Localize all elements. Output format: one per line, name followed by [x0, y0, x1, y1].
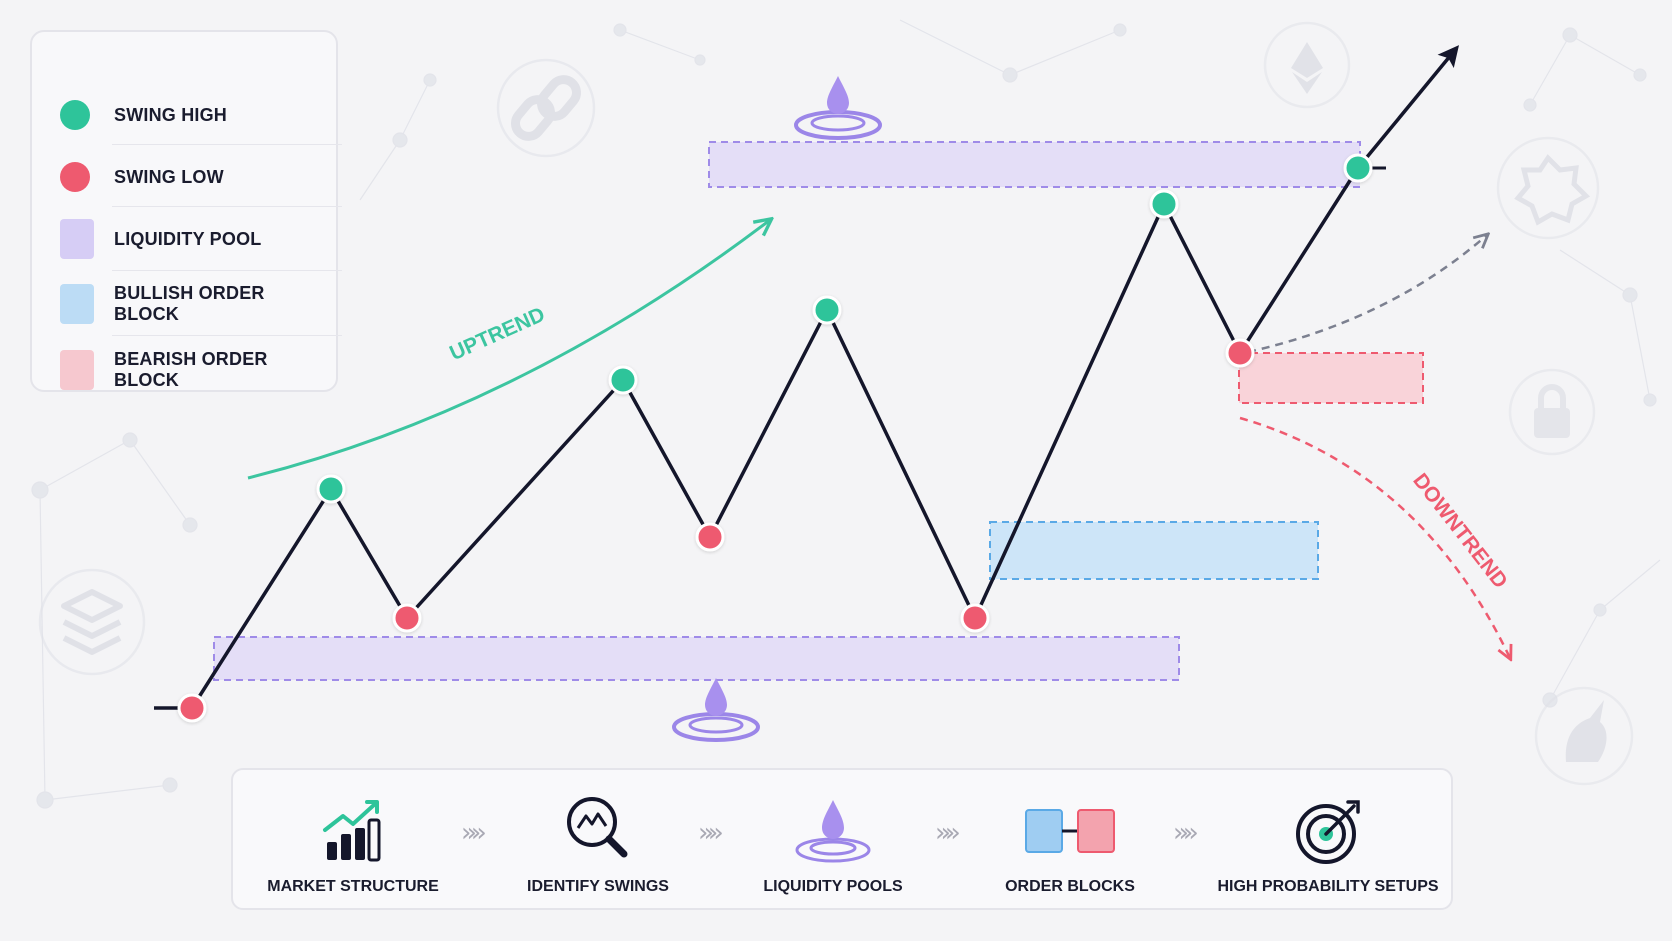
step-label: MARKET STRUCTURE — [267, 878, 439, 895]
legend-divider — [112, 270, 342, 271]
layers-icon — [38, 568, 146, 676]
magnifier-zigzag-icon — [567, 797, 628, 858]
chain-link-icon — [496, 58, 596, 158]
price-path-line — [190, 167, 1360, 709]
uptrend-arrow — [247, 220, 770, 480]
step-market-structure: MARKET STRUCTURE — [267, 770, 439, 912]
bullish-order-block — [989, 521, 1319, 580]
legend-item-bullish-order-block: BULLISH ORDER BLOCK — [60, 283, 320, 325]
downtrend-label: DOWNTREND — [1408, 469, 1512, 593]
step-high-probability-setups: HIGH PROBABILITY SETUPS — [1208, 770, 1448, 912]
step-identify-swings: IDENTIFY SWINGS — [513, 770, 683, 912]
legend-item-bearish-order-block: BEARISH ORDER BLOCK — [60, 349, 320, 391]
step-liquidity-pools: LIQUIDITY POOLS — [748, 770, 918, 912]
workflow-pipeline: MARKET STRUCTURE »» IDENTIFY SWINGS »» L… — [231, 768, 1453, 910]
liquidity-droplet-icon-bottom — [672, 678, 760, 742]
legend-item-liquidity-pool: LIQUIDITY POOL — [60, 218, 320, 260]
legend-item-swing-high: SWING HIGH — [60, 94, 320, 136]
bar-chart-trend-icon — [323, 800, 381, 862]
droplet-ripple-icon — [795, 800, 871, 863]
swing-low-point — [177, 693, 207, 723]
projected-continuation-arrow — [1247, 235, 1487, 354]
step-order-blocks: ORDER BLOCKS — [985, 770, 1155, 912]
step-label: ORDER BLOCKS — [1005, 878, 1135, 895]
swing-low-point — [392, 603, 422, 633]
liquidity-pool-bottom — [213, 636, 1180, 681]
ethereum-icon — [1263, 21, 1351, 109]
swing-points — [177, 153, 1373, 723]
swing-high-point — [1343, 153, 1373, 183]
legend-label: SWING LOW — [114, 166, 224, 187]
downtrend-arrow — [1239, 416, 1510, 658]
bearish-order-block — [1238, 352, 1424, 404]
legend: SWING HIGH SWING LOW LIQUIDITY POOL BULL… — [30, 30, 342, 392]
lock-icon — [1508, 368, 1596, 456]
chevrons-right-icon: »» — [1173, 818, 1199, 848]
swing-high-point — [1149, 189, 1179, 219]
target-arrow-icon — [1296, 800, 1360, 864]
price-path — [154, 45, 1460, 710]
step-label: LIQUIDITY POOLS — [763, 878, 903, 895]
chevrons-right-icon: »» — [461, 818, 487, 848]
legend-item-swing-low: SWING LOW — [60, 156, 320, 198]
breakout-arrow — [1356, 45, 1460, 170]
chevrons-right-icon: »» — [935, 818, 961, 848]
legend-label: SWING HIGH — [114, 104, 227, 125]
swing-high-point — [608, 365, 638, 395]
legend-label: BULLISH ORDER BLOCK — [114, 283, 265, 324]
legend-label: BEARISH ORDER BLOCK — [114, 349, 268, 390]
liquidity-pool-swatch — [60, 219, 94, 259]
swing-low-swatch — [60, 162, 90, 192]
background-network — [31, 19, 1661, 809]
swing-high-point — [812, 295, 842, 325]
liquidity-pool-top — [708, 141, 1361, 188]
legend-divider — [112, 144, 342, 145]
linked-blocks-icon — [1025, 809, 1115, 853]
swing-high-swatch — [60, 100, 90, 130]
chevrons-right-icon: »» — [698, 818, 724, 848]
uptrend-label: UPTREND — [446, 303, 548, 365]
unicorn-icon — [1534, 686, 1634, 786]
liquidity-droplet-icon-top — [794, 76, 882, 140]
bearish-order-block-swatch — [60, 350, 94, 390]
gear-badge-icon — [1496, 136, 1600, 240]
step-label: IDENTIFY SWINGS — [527, 878, 669, 895]
swing-low-point — [960, 603, 990, 633]
bullish-order-block-swatch — [60, 284, 94, 324]
legend-divider — [112, 206, 342, 207]
step-label: HIGH PROBABILITY SETUPS — [1217, 878, 1439, 895]
swing-low-point — [1225, 338, 1255, 368]
swing-high-point — [316, 474, 346, 504]
legend-divider — [112, 335, 342, 336]
legend-label: LIQUIDITY POOL — [114, 228, 262, 249]
swing-low-point — [695, 522, 725, 552]
